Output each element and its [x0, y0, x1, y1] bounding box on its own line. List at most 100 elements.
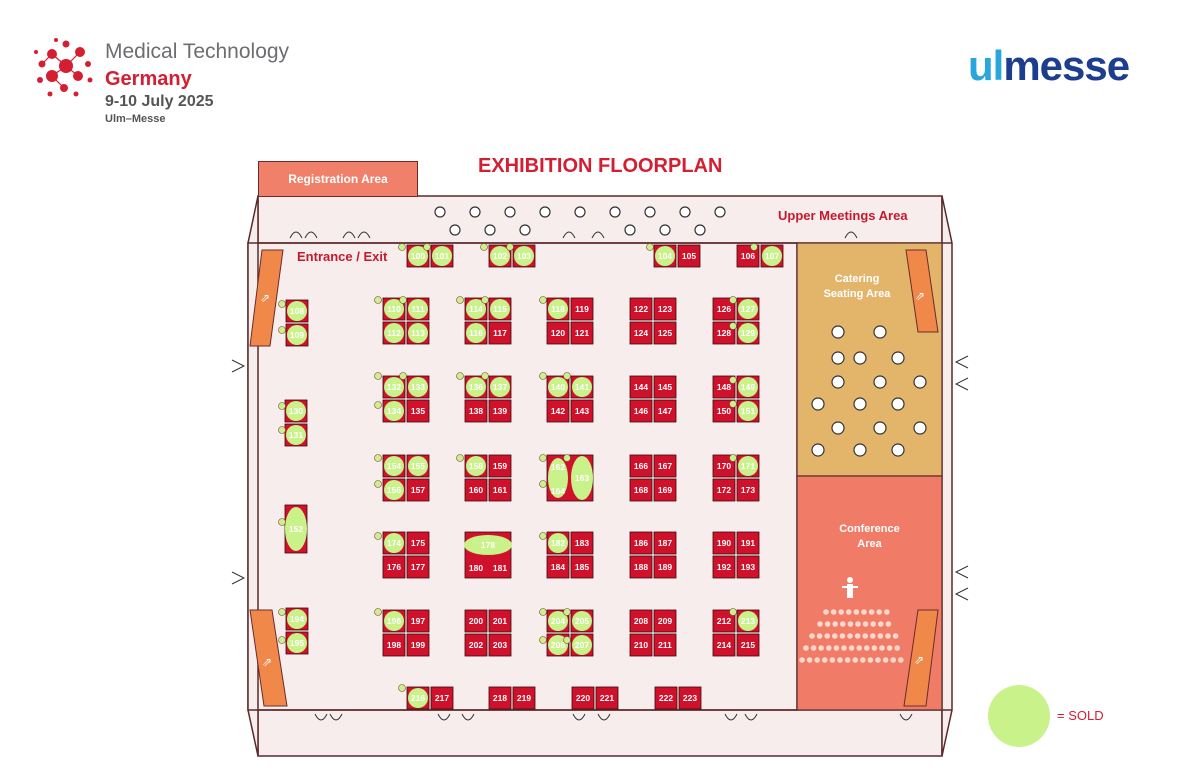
booth-167[interactable]: [653, 454, 677, 478]
booth-176[interactable]: [382, 555, 406, 579]
booth-123[interactable]: [653, 297, 677, 321]
booth-212[interactable]: [712, 609, 736, 633]
booth-label-126: 126: [717, 304, 731, 314]
booth-147[interactable]: [653, 399, 677, 423]
booth-190[interactable]: [712, 531, 736, 555]
booth-192[interactable]: [712, 555, 736, 579]
booth-217[interactable]: [430, 686, 454, 710]
booth-119[interactable]: [570, 297, 594, 321]
booth-label-189: 189: [658, 562, 672, 572]
booth-173[interactable]: [736, 478, 760, 502]
booth-label-198: 198: [387, 640, 401, 650]
booth-142[interactable]: [546, 399, 570, 423]
table-marker-37: [539, 532, 547, 540]
booth-172[interactable]: [712, 478, 736, 502]
booth-145[interactable]: [653, 375, 677, 399]
booth-175[interactable]: [406, 531, 430, 555]
table-marker-20: [456, 372, 464, 380]
booth-label-160: 160: [469, 485, 483, 495]
booth-159[interactable]: [488, 454, 512, 478]
booth-label-145: 145: [658, 382, 672, 392]
booth-121[interactable]: [570, 321, 594, 345]
sold-marker-216: [408, 688, 428, 708]
booth-150[interactable]: [712, 399, 736, 423]
booth-220[interactable]: [571, 686, 595, 710]
booth-218[interactable]: [488, 686, 512, 710]
booth-189[interactable]: [653, 555, 677, 579]
booth-191[interactable]: [736, 531, 760, 555]
booth-209[interactable]: [653, 609, 677, 633]
booth-188[interactable]: [629, 555, 653, 579]
event-logo: Medical Technology Germany 9-10 July 202…: [30, 30, 300, 130]
booth-120[interactable]: [546, 321, 570, 345]
booth-160[interactable]: [464, 478, 488, 502]
booth-210[interactable]: [629, 633, 653, 657]
booth-169[interactable]: [653, 478, 677, 502]
booth-223[interactable]: [678, 686, 702, 710]
booth-125[interactable]: [653, 321, 677, 345]
table-marker-21: [481, 372, 489, 380]
conference-seat: [822, 657, 828, 663]
booth-170[interactable]: [712, 454, 736, 478]
booth-148[interactable]: [712, 375, 736, 399]
booth-211[interactable]: [653, 633, 677, 657]
booth-105[interactable]: [677, 244, 701, 268]
booth-184[interactable]: [546, 555, 570, 579]
sold-marker-162: [548, 458, 568, 498]
booth-143[interactable]: [570, 399, 594, 423]
booth-157[interactable]: [406, 478, 430, 502]
booth-label-197: 197: [411, 616, 425, 626]
booth-label-137: 137: [493, 382, 507, 392]
booth-222[interactable]: [654, 686, 678, 710]
booth-135[interactable]: [406, 399, 430, 423]
booth-186[interactable]: [629, 531, 653, 555]
sold-marker-213: [738, 611, 758, 631]
booth-label-202: 202: [469, 640, 483, 650]
booth-161[interactable]: [488, 478, 512, 502]
booth-139[interactable]: [488, 399, 512, 423]
booth-label-217: 217: [435, 693, 449, 703]
booth-144[interactable]: [629, 375, 653, 399]
booth-187[interactable]: [653, 531, 677, 555]
booth-215[interactable]: [736, 633, 760, 657]
booth-198[interactable]: [382, 633, 406, 657]
conference-seat: [876, 609, 882, 615]
conference-seat: [839, 633, 846, 639]
conference-seat: [826, 645, 832, 651]
sold-marker-163: [571, 456, 593, 500]
booth-146[interactable]: [629, 399, 653, 423]
booth-202[interactable]: [464, 633, 488, 657]
legend-sold-label: = SOLD: [1057, 708, 1104, 723]
booth-199[interactable]: [406, 633, 430, 657]
booth-166[interactable]: [629, 454, 653, 478]
booth-128[interactable]: [712, 321, 736, 345]
booth-138[interactable]: [464, 399, 488, 423]
booth-122[interactable]: [629, 297, 653, 321]
conference-seat: [875, 657, 881, 663]
booth-177[interactable]: [406, 555, 430, 579]
table-marker-32: [539, 454, 547, 462]
booth-label-136: 136: [469, 382, 483, 392]
booth-label-149: 149: [741, 382, 755, 392]
booth-183[interactable]: [570, 531, 594, 555]
conference-seat: [799, 657, 805, 663]
booth-208[interactable]: [629, 609, 653, 633]
booth-197[interactable]: [406, 609, 430, 633]
booth-label-155: 155: [411, 461, 425, 471]
booth-117[interactable]: [488, 321, 512, 345]
booth-124[interactable]: [629, 321, 653, 345]
conference-seat: [818, 645, 824, 651]
booth-201[interactable]: [488, 609, 512, 633]
booth-185[interactable]: [570, 555, 594, 579]
booth-label-214: 214: [717, 640, 731, 650]
booth-126[interactable]: [712, 297, 736, 321]
svg-text:⇗: ⇗: [262, 655, 272, 669]
booth-label-184: 184: [551, 562, 565, 572]
booth-203[interactable]: [488, 633, 512, 657]
booth-193[interactable]: [736, 555, 760, 579]
booth-200[interactable]: [464, 609, 488, 633]
booth-221[interactable]: [595, 686, 619, 710]
booth-214[interactable]: [712, 633, 736, 657]
booth-168[interactable]: [629, 478, 653, 502]
booth-219[interactable]: [512, 686, 536, 710]
